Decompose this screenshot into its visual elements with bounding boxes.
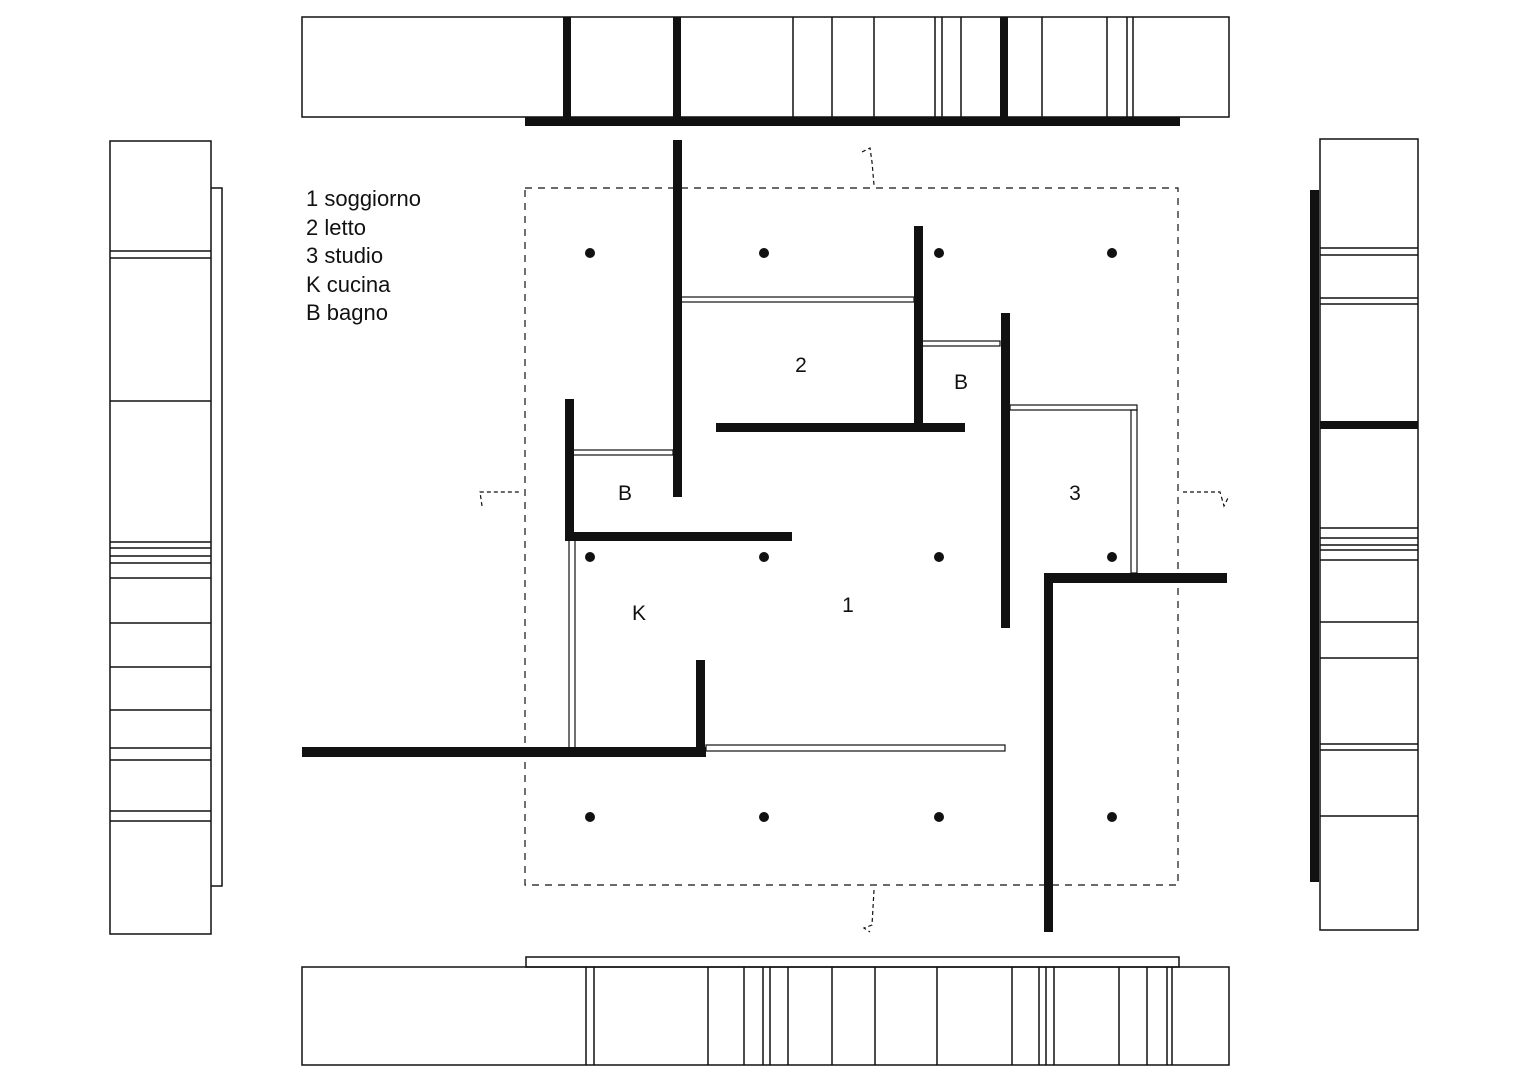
- column: [759, 552, 769, 562]
- column: [1107, 248, 1117, 258]
- column: [934, 812, 944, 822]
- column: [585, 552, 595, 562]
- columns: [585, 248, 1117, 822]
- brick-walls: [302, 140, 1227, 932]
- elevation-north: [301, 16, 1230, 126]
- column: [585, 248, 595, 258]
- column: [1107, 812, 1117, 822]
- room-label-letto: 2: [795, 354, 807, 377]
- room-label-soggiorno: 1: [842, 594, 854, 617]
- elevation-west: [109, 140, 223, 935]
- elevation-south: [301, 956, 1230, 1066]
- room-label-studio: 3: [1069, 482, 1081, 505]
- legend-item: 2 letto: [306, 214, 366, 240]
- column: [759, 812, 769, 822]
- legend-item: K cucina: [306, 271, 391, 297]
- legend-item: 3 studio: [306, 243, 384, 268]
- section-markers: [479, 147, 1229, 933]
- legend-item: 1 soggiorno: [306, 186, 421, 211]
- column: [585, 812, 595, 822]
- room-label-bagno-lower: B: [617, 482, 633, 505]
- legend-item: B bagno: [306, 300, 388, 325]
- plan: [302, 140, 1229, 933]
- room-legend: 1 soggiorno 2 letto 3 studio K cucina B …: [306, 185, 421, 328]
- column: [934, 248, 944, 258]
- roof-outline: [524, 187, 1179, 886]
- elevation-east: [1310, 138, 1419, 931]
- column: [759, 248, 769, 258]
- room-label-bagno-upper: B: [953, 371, 969, 394]
- room-label-cucina: K: [631, 602, 647, 625]
- column: [1107, 552, 1117, 562]
- column: [934, 552, 944, 562]
